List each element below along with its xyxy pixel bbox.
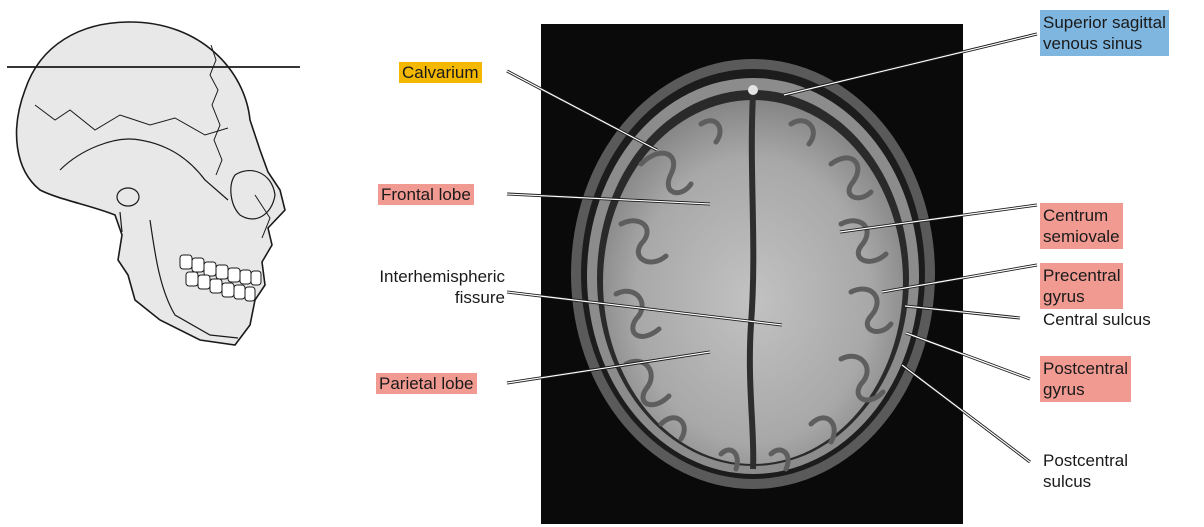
postcentral-sulcus-label: Postcentral sulcus [1040,450,1131,492]
frontal-lobe-label-text: Frontal lobe [378,184,474,205]
precentral-line1: Precentral [1040,265,1123,286]
postcentral-sulcus-line1: Postcentral [1040,450,1131,471]
parietal-lobe-label-text: Parietal lobe [376,373,477,394]
postcentral-gyrus-line1: Postcentral [1040,358,1131,379]
calvarium-label-text: Calvarium [399,62,482,83]
centrum-line2: semiovale [1040,226,1123,247]
postcentral-gyrus-label: Postcentral gyrus [1040,356,1131,402]
parietal-lobe-label: Parietal lobe [376,373,477,394]
superior-sagittal-line1: Superior sagittal [1040,12,1169,33]
calvarium-label: Calvarium [399,62,482,83]
centrum-semiovale-label: Centrum semiovale [1040,203,1123,249]
interhemispheric-line2: fissure [345,287,505,308]
interhemispheric-line1: Interhemispheric [345,266,505,287]
precentral-gyrus-label: Precentral gyrus [1040,263,1123,309]
central-sulcus-label-text: Central sulcus [1040,309,1154,330]
frontal-lobe-label: Frontal lobe [378,184,474,205]
interhemispheric-fissure-label: Interhemispheric fissure [345,266,505,308]
precentral-line2: gyrus [1040,286,1088,307]
postcentral-gyrus-line2: gyrus [1040,379,1088,400]
superior-sagittal-line2: venous sinus [1040,33,1145,54]
superior-sagittal-sinus-label: Superior sagittal venous sinus [1040,10,1169,56]
postcentral-sulcus-line2: sulcus [1040,471,1094,492]
central-sulcus-label: Central sulcus [1040,309,1154,330]
centrum-line1: Centrum [1040,205,1111,226]
